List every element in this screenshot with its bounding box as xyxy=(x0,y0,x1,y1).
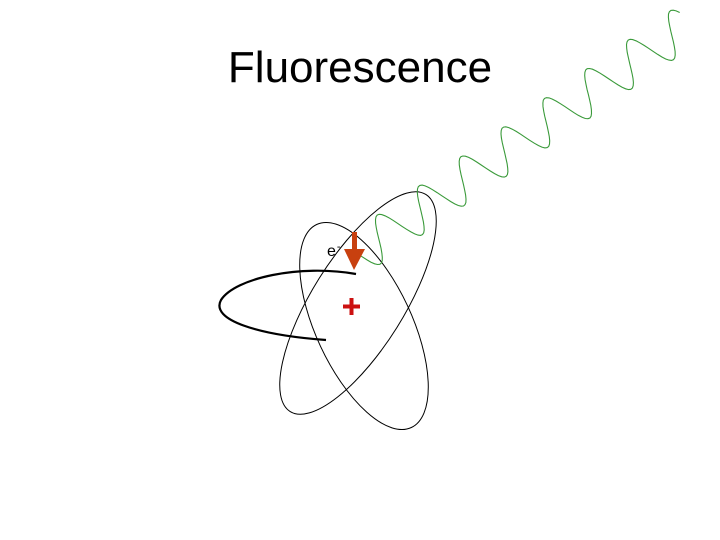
orbit-open-horizontal xyxy=(218,269,357,342)
arrow-down-icon xyxy=(344,232,365,270)
electron-label: e- xyxy=(327,238,341,261)
electron-charge: - xyxy=(336,241,341,253)
plus-icon xyxy=(343,298,360,315)
photon-wave xyxy=(357,9,680,266)
slide-title: Fluorescence xyxy=(227,43,493,92)
orbit-ellipse-left xyxy=(299,221,429,431)
electron-symbol: e xyxy=(327,243,336,260)
orbit-ellipse-right xyxy=(279,191,437,415)
